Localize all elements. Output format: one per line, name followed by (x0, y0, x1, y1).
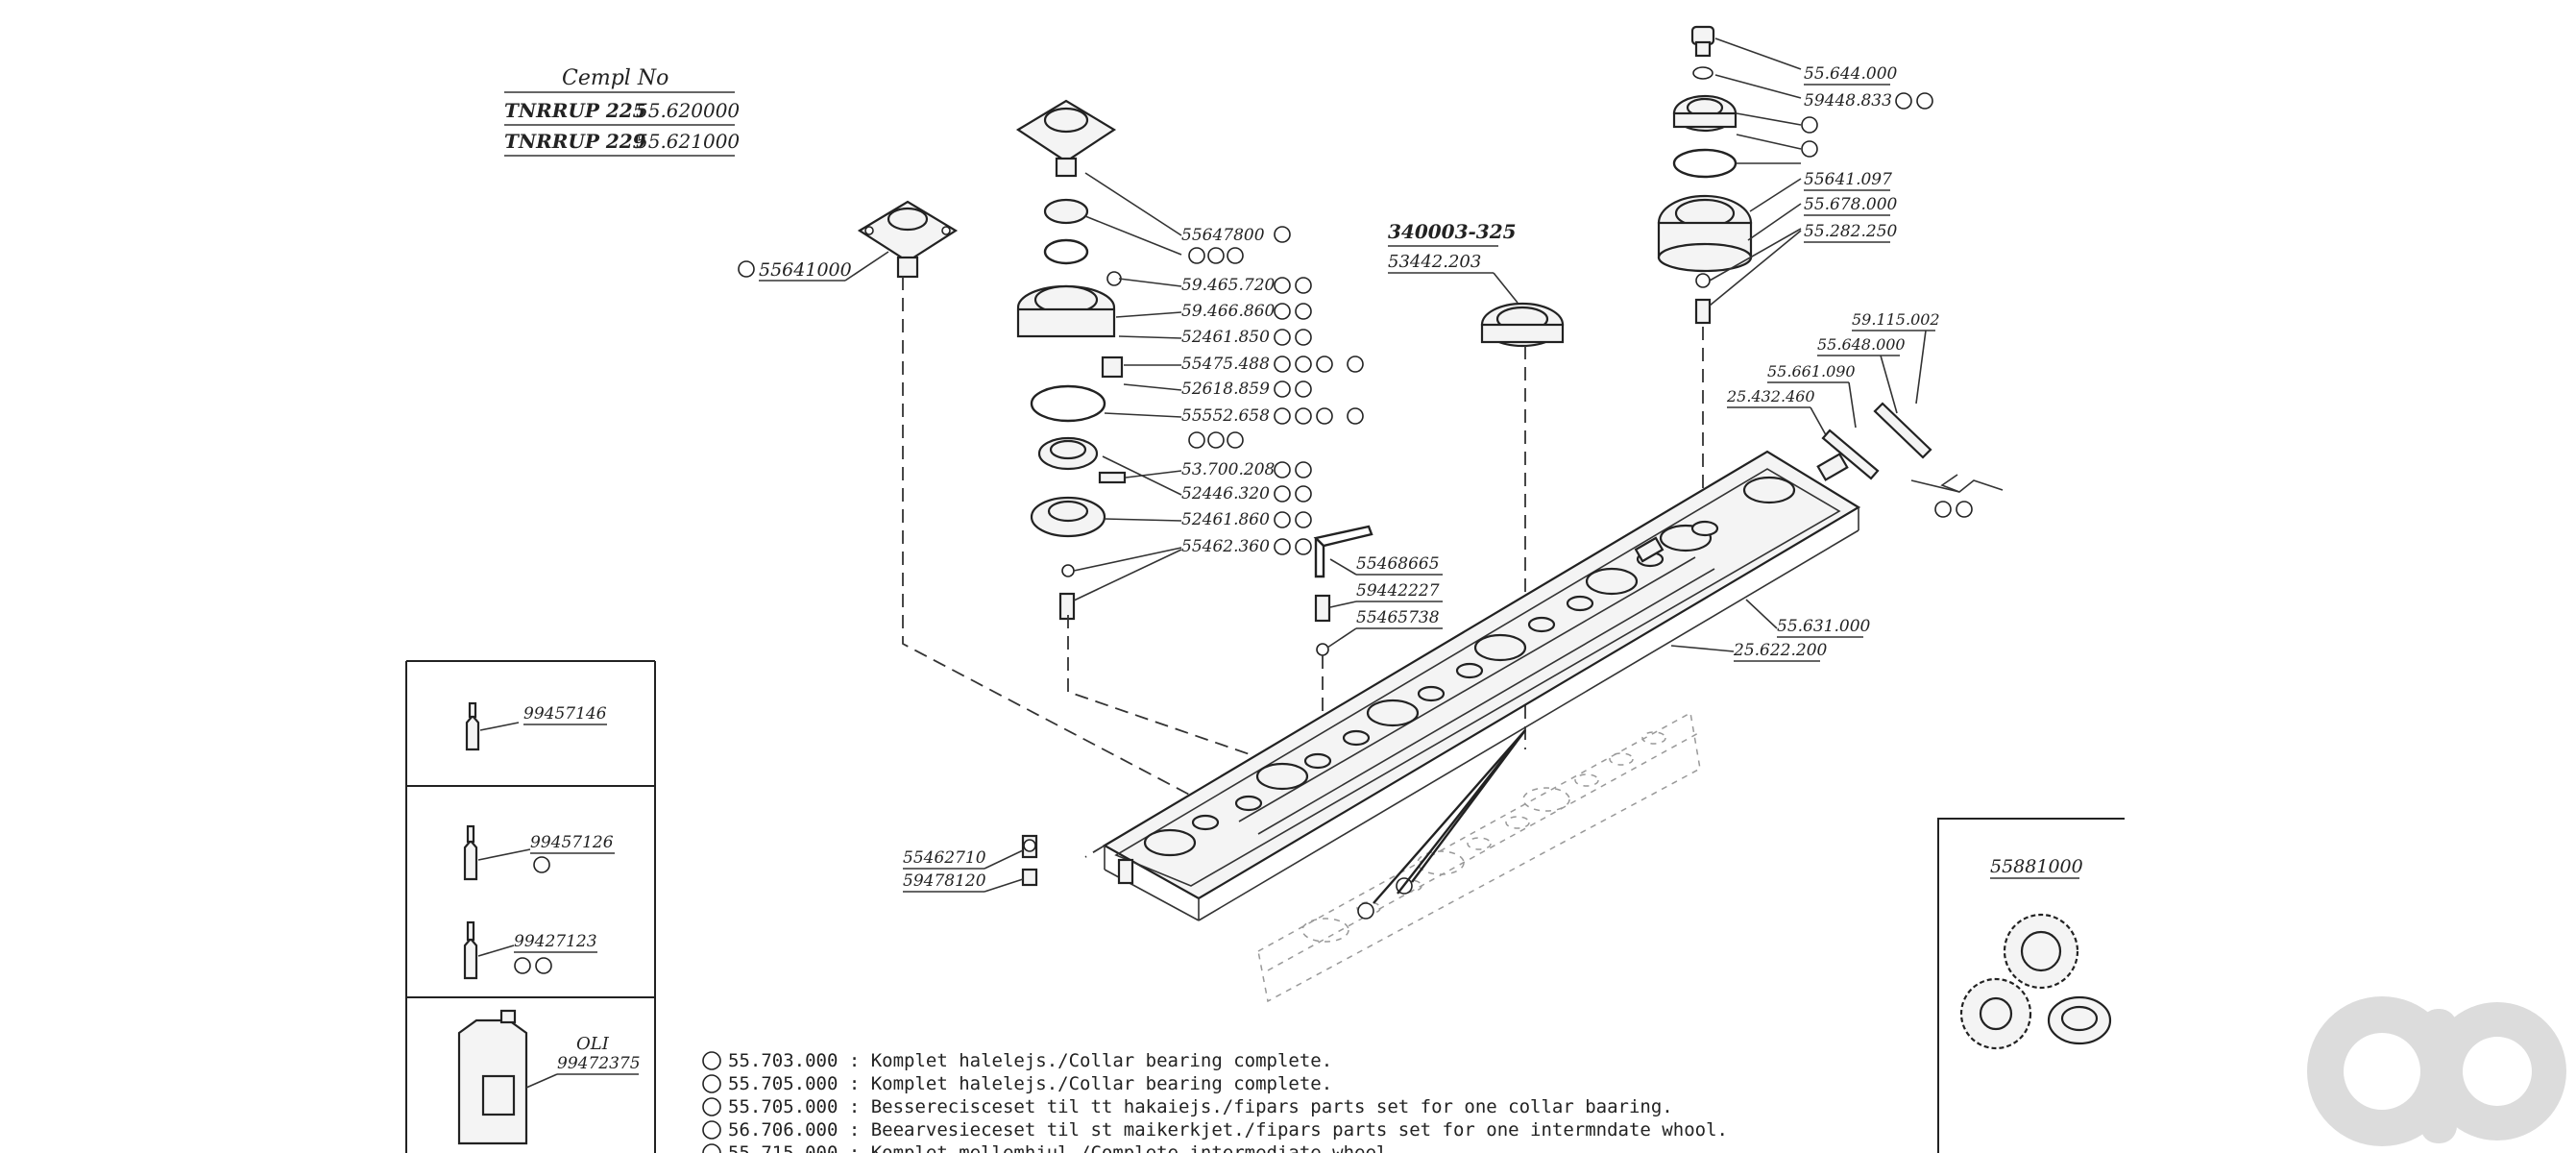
table-row-model-2: TNRRUP 229 (504, 130, 646, 153)
callout-c3: 52461.850 (1181, 328, 1270, 347)
notes-list: 55.703.000 : Komplet halelejs./Collar be… (702, 1050, 1728, 1153)
box-spare-gears: 55881000 (1937, 818, 2125, 1153)
callout-lube1: 99457146 (523, 704, 607, 724)
watermark-logo (2307, 996, 2566, 1146)
callout-p3: 55.661.090 (1767, 362, 1856, 380)
note-4: 56.706.000 : Beearvesieceset til st maik… (728, 1119, 1728, 1141)
gear-stack-right (1657, 25, 1753, 325)
callout-bottom1: 55462710 (903, 848, 986, 868)
bearing-housing-left: 55641000 (738, 200, 959, 282)
oil-label: OLI (576, 1034, 610, 1054)
bearing-stack-center (1015, 99, 1127, 621)
callout-p4: 25.432.460 (1726, 387, 1815, 405)
wrench-and-bolts: 55468665 59442227 55465738 (1313, 525, 1443, 656)
callout-p2: 55.648.000 (1817, 335, 1906, 354)
table-header: Cempl No (562, 66, 668, 90)
callout-c2: 59.466.860 (1181, 302, 1276, 321)
leader-dashed-bar-end (1084, 845, 1106, 858)
callout-bar2: 25.622.200 (1733, 641, 1828, 660)
callout-assy: 340003-325 (1388, 220, 1517, 243)
leader-solid-a (1373, 729, 1526, 904)
callout-c5: 52618.859 (1181, 380, 1270, 399)
callout-assy-code: 53442.203 (1388, 252, 1481, 272)
callout-c4: 55475.488 (1181, 355, 1270, 374)
main-bar (1102, 450, 1861, 921)
callout-bolt1: 59442227 (1356, 581, 1440, 601)
callout-wrench: 55468665 (1356, 554, 1440, 574)
table-row-code-2: 55.621000 (636, 130, 740, 153)
callout-r2: 59448.833 (1804, 91, 1892, 110)
callout-c6: 55552.658 (1181, 406, 1270, 426)
box-lubricants: 99457146 99457126 99427123 OLI 99472375 (405, 660, 656, 1153)
callouts-right: 55.644.000 59448.833 55641.097 55.678.00… (1709, 37, 1933, 307)
note-5: 55.715.000 : Komplet mellemhjul./Complet… (728, 1142, 1398, 1153)
main-bar-ghost (1257, 711, 1701, 1003)
callout-r3: 55641.097 (1804, 170, 1892, 189)
callout-c7: 53.700.208 (1181, 460, 1276, 479)
callout-p1: 59.115.002 (1852, 310, 1940, 329)
callout-housing-left: 55641000 (759, 259, 852, 281)
callout-c10: 55462.360 (1181, 537, 1270, 556)
table-row-model-1: TNRRUP 225 (504, 99, 646, 122)
callout-bottom2: 59478120 (903, 871, 986, 891)
pins-right: 59.115.002 55.648.000 55.661.090 25.432.… (1726, 310, 2004, 518)
leader-dashed-left (902, 277, 1269, 837)
callout-c8: 52446.320 (1181, 484, 1270, 503)
callout-r4: 55.678.000 (1804, 195, 1898, 214)
leader-solid-c (1397, 729, 1526, 895)
callout-lube3: 99427123 (514, 932, 597, 951)
callouts-center: 55647800 59.465.720 59.466.860 52461.850… (1073, 172, 1364, 601)
callout-oil-code: 99472375 (557, 1054, 641, 1073)
callout-r1: 55.644.000 (1804, 64, 1898, 84)
note-1: 55.703.000 : Komplet halelejs./Collar be… (728, 1050, 1332, 1071)
callout-housing-top: 55647800 (1181, 226, 1265, 245)
callout-bar1: 55.631.000 (1777, 617, 1871, 636)
table-row-code-1: 55.620000 (636, 99, 740, 122)
intermediate-wheel: 340003-325 53442.203 (1388, 220, 1565, 348)
callout-c9: 52461.860 (1181, 510, 1270, 529)
model-table: Cempl No TNRRUP 225 55.620000 TNRRUP 229… (504, 66, 740, 157)
note-2: 55.705.000 : Komplet halelejs./Collar be… (728, 1073, 1332, 1094)
callouts-bar: 55.631.000 25.622.200 (1670, 599, 1871, 662)
note-3: 55.705.000 : Besserecisceset til tt haka… (728, 1096, 1673, 1117)
callout-lube2: 99457126 (530, 833, 614, 852)
callout-r5: 55.282.250 (1804, 222, 1898, 241)
callouts-bottom: 55462710 59478120 (903, 834, 1038, 893)
callout-c1: 59.465.720 (1181, 276, 1276, 295)
callout-box-right: 55881000 (1990, 856, 2083, 877)
leader-dashed-center (1067, 615, 1278, 765)
callout-bolt2: 55465738 (1356, 608, 1440, 627)
